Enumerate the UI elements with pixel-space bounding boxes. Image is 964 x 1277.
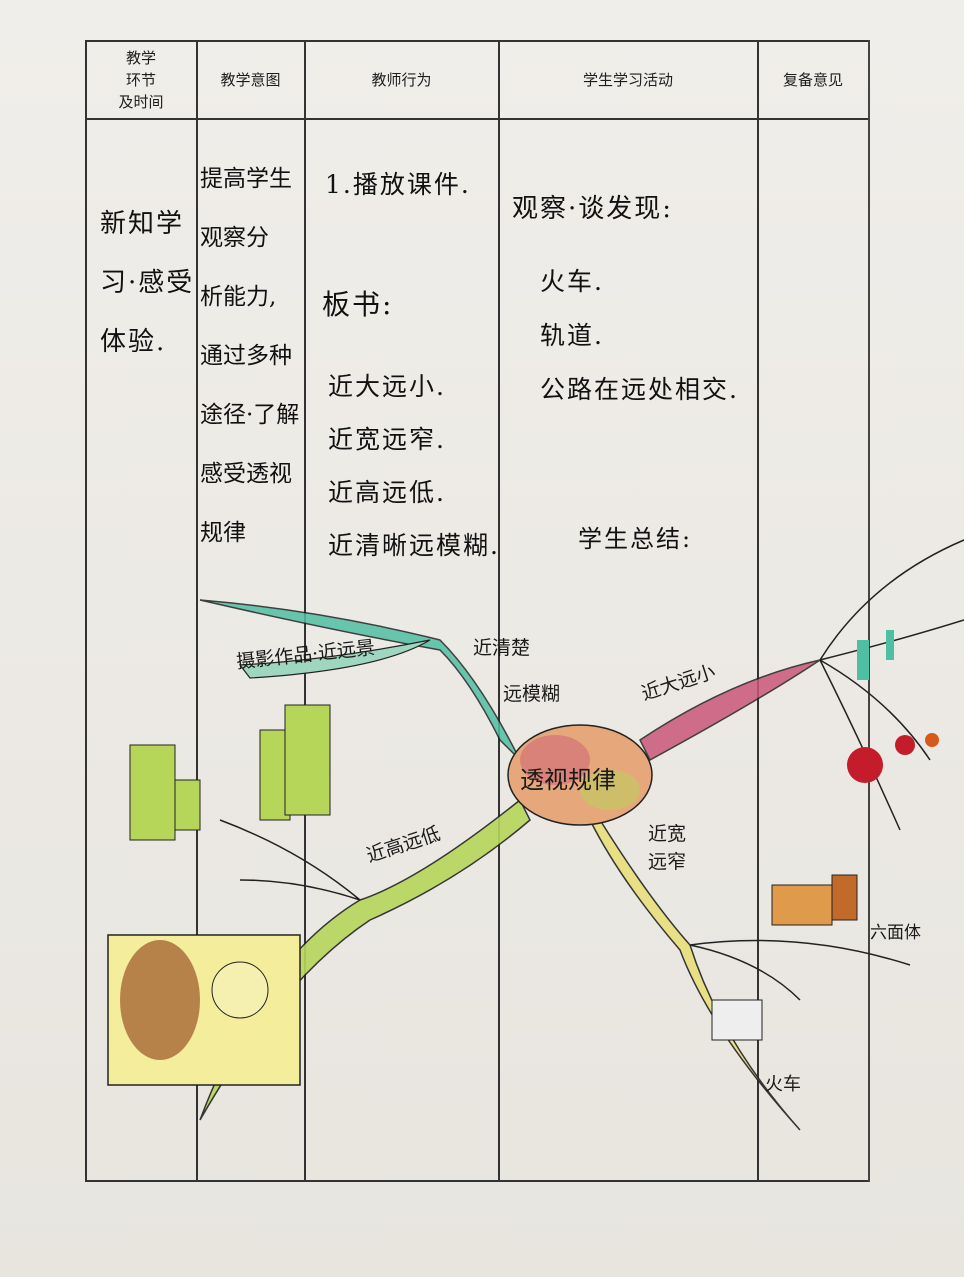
text-line: 远模糊 [503,683,561,705]
text-line: 近宽 [648,823,687,845]
header-divider [85,118,870,120]
train-drawing [711,999,763,1041]
people-drawing [857,630,894,680]
header-student: 学生学习活动 [582,71,673,89]
photo-drawing [107,934,301,1086]
branch-high-low [199,798,531,1121]
cube-label: 六面体 [870,923,921,943]
table-border-top [85,40,870,42]
board-items: 近大远小. 近宽远窄. 近高远低. 近清晰远模糊. [328,360,500,572]
text-line: 体验. [100,327,167,357]
board-item: 近大远小. [328,372,446,401]
text-line: 新知学 [100,209,185,239]
text-line: 析能力, [200,284,277,310]
header-intent: 教学意图 [220,71,281,89]
observe-items: 火车. 轨道. 公路在远处相交. [540,255,739,417]
stage-text: 新知学 习·感受 体验. [100,195,194,372]
header-stage: 教学 环节 及时间 [86,42,196,118]
table-border-right [868,40,870,1182]
center-label: 透视规律 [520,766,616,794]
text-line: 近清楚 [473,637,531,659]
summary-text: 学生总结: [578,525,693,553]
header-line: 及时间 [118,93,164,111]
apples-drawing [847,733,939,783]
teacher-step: 1.播放课件. [325,170,471,199]
text-line: 感受透视 [200,461,292,487]
header-teacher: 教师行为 [371,71,432,89]
observe-item: 公路在远处相交. [540,375,739,404]
text-line: 通过多种 [200,343,292,369]
table-divider [196,40,198,1182]
observe-text: 观察·谈发现: [512,194,674,224]
header-line: 教学 [125,49,156,67]
table-border-left [85,40,87,1182]
branch-wide-narrow [588,819,801,1131]
table-divider [757,40,759,1182]
text-line: 远窄 [648,851,687,873]
branch-photo [238,639,431,679]
branch-clear-blur [199,599,521,761]
cube-drawing [771,874,858,926]
board-item: 近宽远窄. [328,425,446,454]
header-review: 复备意见 [782,71,843,89]
board-item: 近高远低. [328,478,446,507]
train-label: 火车 [765,1074,801,1095]
text-line: 途径·了解 [200,402,300,428]
board-item: 近清晰远模糊. [328,531,500,560]
header-line: 环节 [125,71,156,89]
text-line: 提高学生 [200,166,292,192]
board-label: 板书: [322,288,394,321]
text-line: 观察分 [200,225,269,251]
table-border-bottom [85,1180,870,1182]
observe-item: 火车. [540,267,604,296]
branch-label-clear-blur: 近清楚 远模糊 [473,625,560,717]
text-line: 规律 [200,520,246,546]
buildings-drawing [129,704,331,841]
table-divider [498,40,500,1182]
branch-label-wide-narrow: 近宽 远窄 [648,820,686,876]
intent-text: 提高学生 观察分 析能力, 通过多种 途径·了解 感受透视 规律 [200,150,299,563]
text-line: 习·感受 [100,268,195,298]
table-divider [304,40,306,1182]
observe-item: 轨道. [540,321,604,350]
